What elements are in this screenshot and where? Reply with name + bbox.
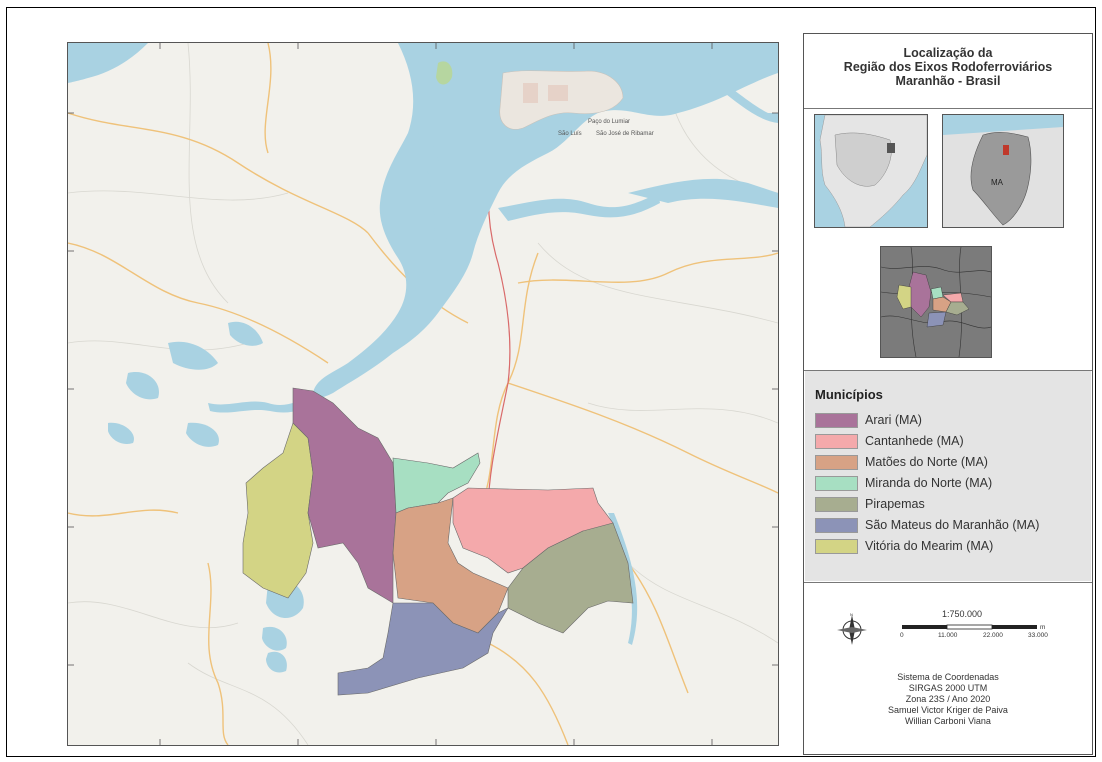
scale-tick-3: 33.000 [1028, 632, 1048, 639]
legend-item-vitoria-do-mearim: Vitória do Mearim (MA) [815, 537, 993, 555]
brazil-shape [834, 132, 892, 187]
map-label-city-3: São José de Ribamar [596, 131, 654, 137]
title-line-3: Maranhão - Brasil [895, 74, 1001, 88]
scale-unit: m [1040, 624, 1046, 631]
legend-label: Miranda do Norte (MA) [865, 476, 993, 490]
legend-swatch [815, 517, 858, 533]
legend-swatch [815, 433, 858, 449]
road-network [68, 43, 778, 745]
scale-ratio: 1:750.000 [942, 609, 983, 619]
credit-line: Sistema de Coordenadas [897, 672, 999, 682]
map-label-city-2: São Luís [558, 131, 582, 137]
legend-label: Pirapemas [865, 497, 925, 511]
legend-item-pirapemas: Pirapemas [815, 495, 925, 513]
legend-item-cantanhede: Cantanhede (MA) [815, 432, 964, 450]
legend-swatch [815, 475, 858, 491]
state-label: MA [991, 178, 1004, 187]
inset-south-america-map [819, 115, 927, 227]
north-arrow-icon: N [837, 612, 867, 645]
credit-line: Zona 23S / Ano 2020 [905, 694, 991, 704]
main-map-canvas: Paço do Lumiar São Luís São José de Riba… [68, 43, 778, 745]
legend-label: Vitória do Mearim (MA) [865, 539, 994, 553]
green-patch [436, 61, 453, 85]
scale-tick-2: 22.000 [983, 632, 1003, 639]
legend-label: São Mateus do Maranhão (MA) [865, 518, 1040, 532]
svg-text:N: N [850, 612, 853, 617]
legend-label: Arari (MA) [865, 413, 922, 427]
legend-label: Matões do Norte (MA) [865, 455, 988, 469]
scale-bar [902, 624, 1037, 630]
maranhao-highlight [887, 143, 895, 153]
inset-region-overview[interactable] [880, 246, 992, 358]
legend-bottom-separator [804, 582, 1092, 583]
inset-south-america[interactable] [814, 114, 928, 228]
grid-ticks [68, 43, 778, 745]
water-bodies [68, 43, 778, 673]
scale-tick-0: 0 [900, 632, 904, 639]
inset-maranhao-state[interactable]: MA [942, 114, 1064, 228]
scale-tick-1: 11.000 [938, 632, 958, 639]
legend-swatch [815, 538, 858, 554]
map-title: Localização da Região dos Eixos Rodoferr… [804, 46, 1092, 88]
legend-swatch [815, 496, 858, 512]
municipality-sao-mateus-do-maranhao [337, 602, 509, 696]
inset-maranhao-map: MA [943, 127, 1063, 227]
urban-area [523, 83, 568, 103]
title-line-1: Localização da [903, 46, 993, 60]
legend-item-miranda-do-norte: Miranda do Norte (MA) [815, 474, 992, 492]
credit-line: SIRGAS 2000 UTM [908, 683, 988, 693]
bay-water [313, 43, 778, 398]
legend-item-sao-mateus-do-maranhao: São Mateus do Maranhão (MA) [815, 516, 1039, 534]
legend-title: Municípios [815, 387, 883, 402]
map-sheet: Paço do Lumiar São Luís São José de Riba… [6, 7, 1096, 757]
legend-item-matoes-do-norte: Matões do Norte (MA) [815, 453, 988, 471]
title-separator [804, 108, 1092, 109]
map-credits: Sistema de Coordenadas SIRGAS 2000 UTM Z… [804, 672, 1092, 727]
region-highlight [1003, 145, 1009, 155]
title-line-2: Região dos Eixos Rodoferroviários [843, 60, 1053, 74]
legend-panel: Localização da Região dos Eixos Rodoferr… [803, 33, 1093, 755]
credit-line: Willian Carboni Viana [905, 716, 991, 726]
municipalities [242, 387, 634, 696]
map-label-city-1: Paço do Lumiar [588, 119, 630, 125]
municipality-arari [292, 387, 397, 604]
legend-swatch [815, 454, 858, 470]
main-map[interactable]: Paço do Lumiar São Luís São José de Riba… [67, 42, 779, 746]
legend-label: Cantanhede (MA) [865, 434, 964, 448]
legend-swatch [815, 412, 858, 428]
maranhao-state-shape [970, 132, 1032, 226]
legend-top-separator [804, 370, 1092, 371]
credit-line: Samuel Victor Kriger de Paiva [888, 705, 1008, 715]
legend-box: Municípios Arari (MA) Cantanhede (MA) Ma… [805, 370, 1091, 581]
inset-region-map [881, 247, 991, 357]
legend-item-arari: Arari (MA) [815, 411, 922, 429]
